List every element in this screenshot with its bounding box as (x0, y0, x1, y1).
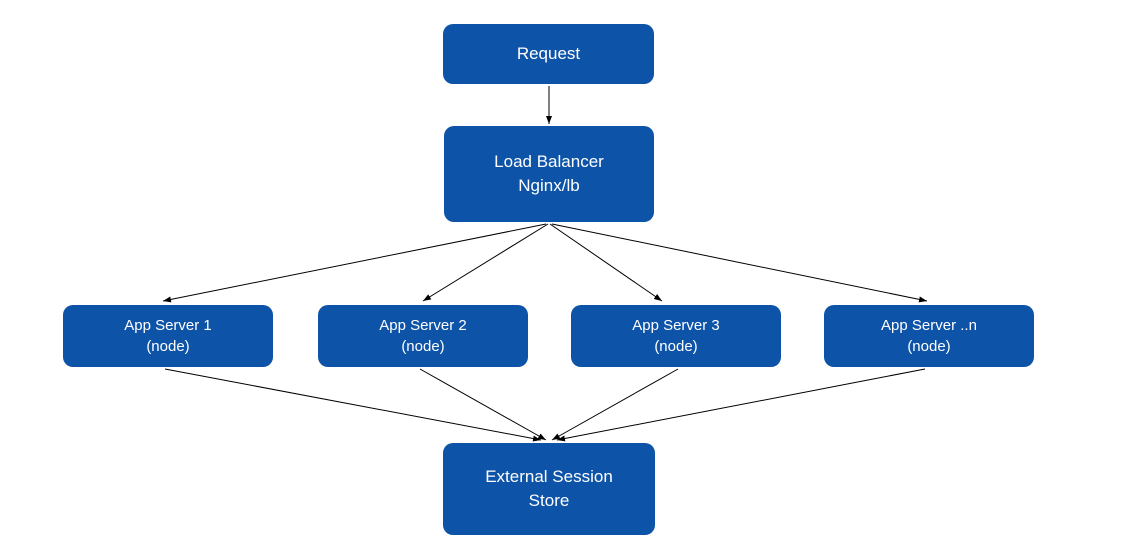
edge-load-balancer-app-server-1 (162, 223, 547, 303)
node-app-server-1-sublabel: (node) (146, 338, 190, 355)
node-app-server-n-sublabel: (node) (907, 338, 951, 355)
node-app-server-1: App Server 1 (node) (63, 305, 273, 367)
edge-app-server-2-session-store (419, 368, 547, 441)
edge-load-balancer-app-server-2 (422, 223, 549, 302)
node-load-balancer: Load Balancer Nginx/lb (444, 126, 654, 222)
node-app-server-2: App Server 2 (node) (318, 305, 528, 367)
node-load-balancer-sublabel: Nginx/lb (518, 176, 580, 195)
node-external-session-store: External Session Store (443, 443, 655, 535)
node-app-server-3-label: App Server 3 (632, 317, 720, 334)
edge-load-balancer-app-server-n (551, 223, 928, 303)
node-app-server-n-label: App Server ..n (881, 317, 977, 334)
node-request: Request (443, 24, 654, 84)
node-app-server-2-sublabel: (node) (401, 338, 445, 355)
node-app-server-n: App Server ..n (node) (824, 305, 1034, 367)
node-load-balancer-label: Load Balancer (494, 152, 604, 172)
edge-load-balancer-app-server-3 (549, 223, 663, 302)
node-app-server-1-label: App Server 1 (124, 317, 212, 334)
edge-app-server-n-session-store (556, 368, 926, 442)
edge-app-server-1-session-store (164, 368, 542, 442)
node-request-label: Request (516, 44, 581, 64)
node-app-server-3: App Server 3 (node) (571, 305, 781, 367)
node-app-server-2-label: App Server 2 (379, 317, 467, 334)
node-external-session-store-sublabel: Store (528, 491, 570, 510)
node-app-server-3-sublabel: (node) (654, 338, 698, 355)
edge-app-server-3-session-store (551, 368, 679, 441)
node-external-session-store-label: External Session (485, 467, 613, 487)
